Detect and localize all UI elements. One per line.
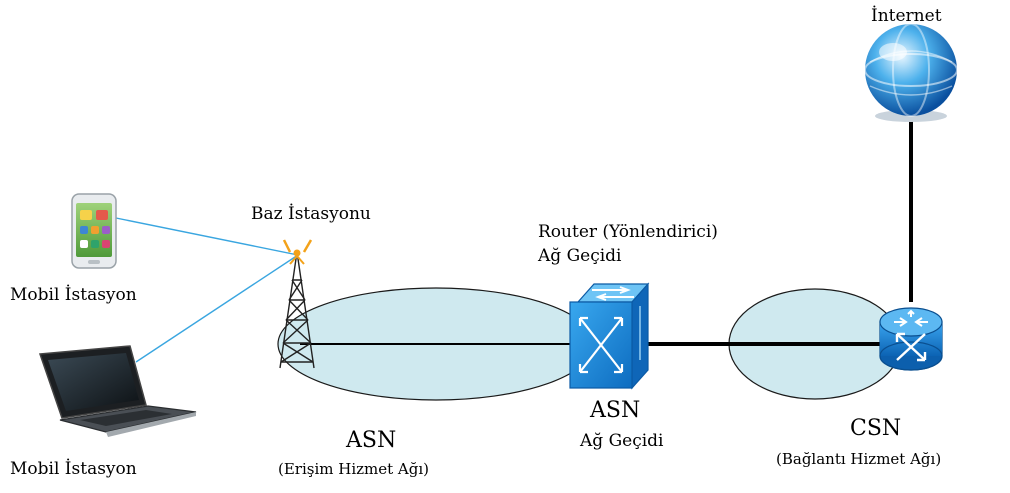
base-station-label: Baz İstasyonu <box>251 204 371 224</box>
antenna-tower-icon <box>279 239 315 369</box>
globe-icon <box>864 23 958 122</box>
wireless-link-phone <box>115 217 299 256</box>
router-icon <box>879 307 943 371</box>
asn-network-title: ASN <box>346 428 397 453</box>
router-label: Router (Yönlendirici) <box>538 222 718 242</box>
asn-network-subtitle: (Erişim Hizmet Ağı) <box>278 460 430 478</box>
switch-cube-icon <box>569 282 650 390</box>
asn-gateway-subtitle: Ağ Geçidi <box>580 431 664 451</box>
laptop-icon <box>38 345 197 437</box>
mobile-station-laptop-label: Mobil İstasyon <box>10 459 137 479</box>
csn-title: CSN <box>850 416 902 441</box>
router-gateway-label: Ağ Geçidi <box>538 246 622 266</box>
wireless-link-laptop <box>135 254 299 363</box>
internet-label: İnternet <box>871 6 942 26</box>
csn-subtitle: (Bağlantı Hizmet Ağı) <box>776 450 942 468</box>
asn-gateway-title: ASN <box>590 398 641 423</box>
mobile-station-phone-label: Mobil İstasyon <box>10 285 137 305</box>
smartphone-icon <box>71 193 117 269</box>
